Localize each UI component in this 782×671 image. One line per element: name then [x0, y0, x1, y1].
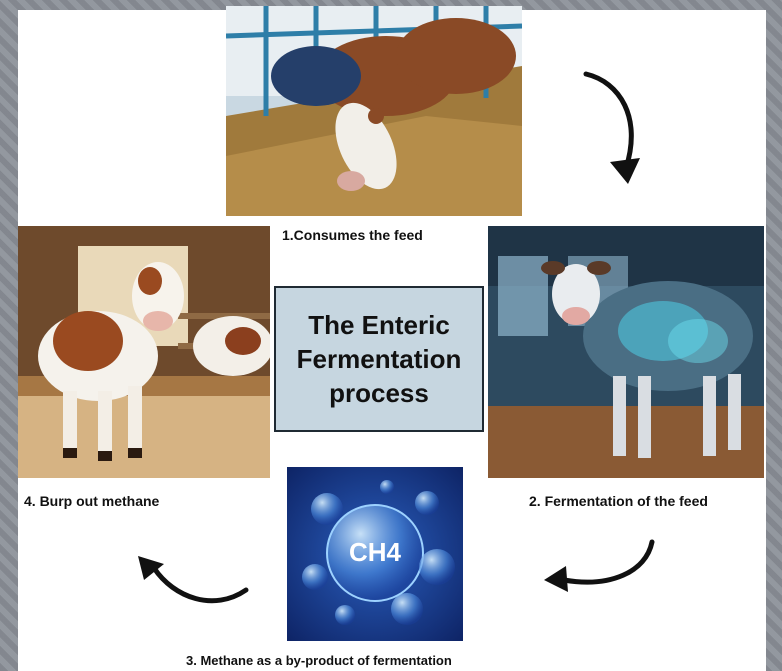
center-title-box: The Enteric Fermentation process: [274, 286, 484, 432]
arrow-step3-to-step4: [138, 556, 249, 604]
arrow-step1-to-step2: [583, 71, 640, 184]
step-1-label: 1.Consumes the feed: [282, 227, 423, 243]
ch4-label: CH4: [348, 537, 401, 567]
step-3-label: 3. Methane as a by-product of fermentati…: [186, 653, 452, 668]
photo-cow-standing: [18, 226, 270, 478]
photo-cows-eating: [226, 6, 522, 216]
center-title-line-3: process: [329, 378, 429, 409]
center-title-line-1: The Enteric: [308, 309, 450, 340]
step-2-label: 2. Fermentation of the feed: [529, 493, 708, 509]
arrow-step2-to-step3: [544, 539, 655, 592]
methane-bubbles-tile: CH4: [287, 467, 463, 641]
photo-digital-cow: [488, 226, 764, 478]
center-title-line-2: Fermentation: [296, 343, 462, 374]
step-4-label: 4. Burp out methane: [24, 493, 160, 509]
